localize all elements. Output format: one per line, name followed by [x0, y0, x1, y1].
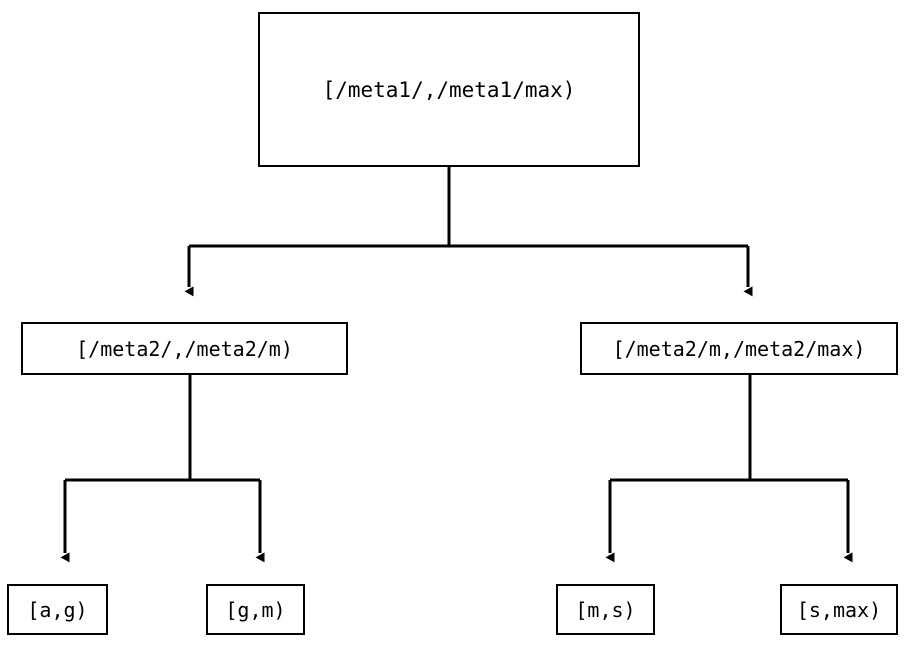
tree-node-mid-left[interactable]: [/meta2/,/meta2/m): [21, 322, 348, 375]
tree-node-mid-right-label: [/meta2/m,/meta2/max): [612, 336, 866, 361]
tree-node-leaf-3[interactable]: [m,s): [556, 584, 655, 635]
tree-node-leaf-2[interactable]: [g,m): [206, 584, 305, 635]
tree-node-leaf-1-label: [a,g): [27, 597, 88, 622]
tree-node-leaf-4[interactable]: [s,max): [780, 584, 898, 635]
tree-node-leaf-3-label: [m,s): [575, 597, 636, 622]
tree-node-root[interactable]: [/meta1/,/meta1/max): [258, 12, 640, 167]
edge-group-root: [184, 167, 753, 297]
tree-node-mid-left-label: [/meta2/,/meta2/m): [76, 336, 293, 361]
tree-node-leaf-2-label: [g,m): [225, 597, 286, 622]
tree-node-leaf-1[interactable]: [a,g): [7, 584, 108, 635]
edge-group-mid-right: [605, 375, 853, 563]
tree-node-leaf-4-label: [s,max): [796, 597, 882, 622]
tree-node-mid-right[interactable]: [/meta2/m,/meta2/max): [580, 322, 898, 375]
tree-node-root-label: [/meta1/,/meta1/max): [322, 77, 576, 102]
edge-group-mid-left: [60, 375, 265, 563]
